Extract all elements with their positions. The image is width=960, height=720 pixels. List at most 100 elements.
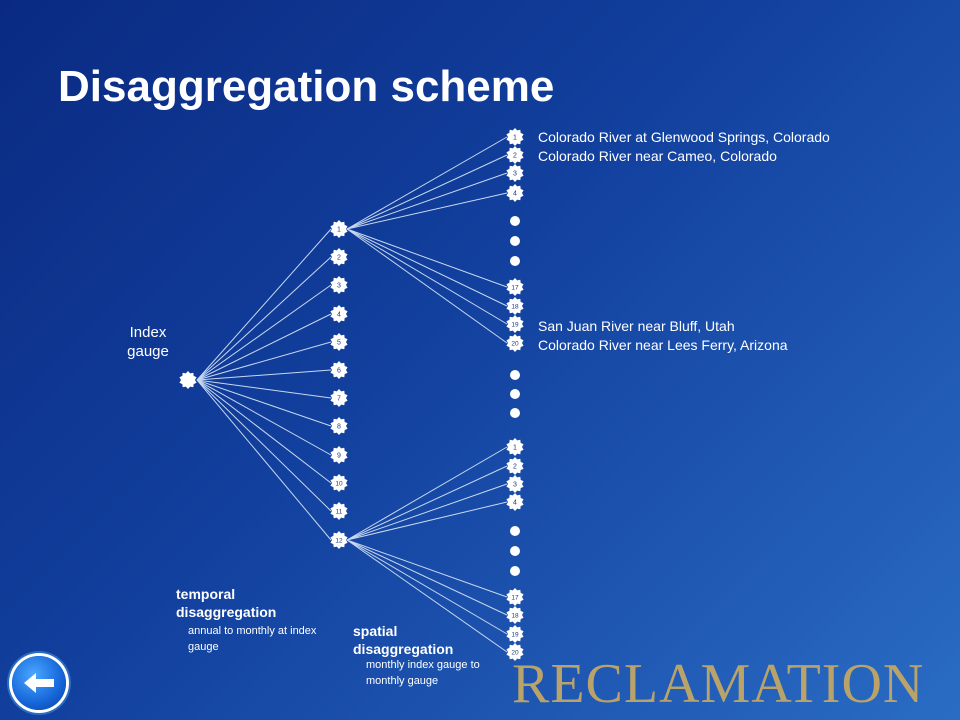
bottom-gauge-node-4-shape xyxy=(506,493,524,511)
top-gauge-node-20-shape xyxy=(506,334,524,352)
top-gauge-node-18-label: 18 xyxy=(511,304,519,311)
gauge-label-2: Colorado River near Cameo, Colorado xyxy=(538,148,777,164)
top-gauge-node-2: 2 xyxy=(506,146,524,164)
top-gauge-node-4-shape xyxy=(506,184,524,202)
month-node-4-shape xyxy=(330,305,348,323)
month-node-6-label: 6 xyxy=(337,368,341,375)
month-node-4: 4 xyxy=(330,305,348,323)
month-node-3-shape xyxy=(330,276,348,294)
link-root-month-8 xyxy=(196,379,332,427)
top-gauge-node-18-shape xyxy=(506,297,524,315)
link-month12-gauge-17 xyxy=(346,539,508,598)
link-month1-gauge-17 xyxy=(346,228,508,288)
temporal-disaggregation-subtitle: annual to monthly at index gauge xyxy=(188,625,317,653)
ellipsis-dot-lower-1 xyxy=(510,526,520,536)
gauge-label-1: Colorado River at Glenwood Springs, Colo… xyxy=(538,129,830,145)
bottom-gauge-node-17-shape xyxy=(506,588,524,606)
gauge-label-19: San Juan River near Bluff, Utah xyxy=(538,318,735,334)
link-month1-gauge-2 xyxy=(346,154,508,230)
ellipsis-dot-middle-1 xyxy=(510,370,520,380)
top-gauge-node-20-label: 20 xyxy=(511,341,519,348)
top-gauge-node-18: 18 xyxy=(506,297,524,315)
top-gauge-node-1-shape xyxy=(506,128,524,146)
link-root-month-12 xyxy=(196,379,332,541)
month-node-5-label: 5 xyxy=(337,340,341,347)
gauge-label-20: Colorado River near Lees Ferry, Arizona xyxy=(538,337,788,353)
bottom-gauge-node-20-label: 20 xyxy=(511,650,519,657)
link-month1-gauge-20 xyxy=(346,228,508,344)
ellipsis-dot-middle-3 xyxy=(510,408,520,418)
month-node-10-label: 10 xyxy=(335,481,343,488)
top-gauge-node-17-shape xyxy=(506,278,524,296)
month-node-11: 11 xyxy=(330,502,348,520)
bottom-gauge-node-3-label: 3 xyxy=(513,482,517,489)
link-month12-gauge-4 xyxy=(346,501,508,541)
link-month1-gauge-18 xyxy=(346,228,508,307)
bottom-gauge-node-20: 20 xyxy=(506,643,524,661)
month-node-9-shape xyxy=(330,446,348,464)
month-node-1: 1 xyxy=(330,220,348,238)
bottom-gauge-node-17-label: 17 xyxy=(511,595,519,602)
top-gauge-node-1-label: 1 xyxy=(513,135,517,142)
reclamation-logo: RECLAMATION xyxy=(512,653,925,715)
bottom-gauge-node-19-label: 19 xyxy=(511,632,519,639)
spatial-disaggregation-title: spatial disaggregation xyxy=(353,623,454,657)
month-node-2-label: 2 xyxy=(337,255,341,262)
link-root-month-9 xyxy=(196,379,332,456)
top-gauge-node-19-shape xyxy=(506,315,524,333)
link-root-month-1 xyxy=(196,228,332,381)
top-gauge-node-17-label: 17 xyxy=(511,285,519,292)
month-node-9-label: 9 xyxy=(337,453,341,460)
bottom-gauge-node-20-shape xyxy=(506,643,524,661)
bottom-gauge-node-3-shape xyxy=(506,475,524,493)
ellipsis-dot-lower-2 xyxy=(510,546,520,556)
bottom-gauge-node-4-label: 4 xyxy=(513,500,517,507)
ellipsis-dot-lower-3 xyxy=(510,566,520,576)
link-root-month-3 xyxy=(196,284,332,381)
link-month12-gauge-20 xyxy=(346,539,508,653)
top-gauge-node-4-label: 4 xyxy=(513,191,517,198)
index-gauge-label: Index gauge xyxy=(127,324,169,360)
ellipsis-dot-upper-2 xyxy=(510,236,520,246)
bottom-gauge-node-19-shape xyxy=(506,625,524,643)
month-node-6: 6 xyxy=(330,361,348,379)
month-node-9: 9 xyxy=(330,446,348,464)
month-node-2-shape xyxy=(330,248,348,266)
ellipsis-dot-middle-2 xyxy=(510,389,520,399)
top-gauge-node-17: 17 xyxy=(506,278,524,296)
month-node-12-label: 12 xyxy=(335,538,343,545)
link-month12-gauge-19 xyxy=(346,539,508,635)
top-gauge-node-3-shape xyxy=(506,164,524,182)
back-button[interactable] xyxy=(12,656,66,710)
month-node-1-label: 1 xyxy=(337,227,341,234)
month-node-8-label: 8 xyxy=(337,424,341,431)
index-gauge-node xyxy=(179,371,197,389)
month-node-6-shape xyxy=(330,361,348,379)
bottom-gauge-node-1-shape xyxy=(506,438,524,456)
bottom-gauge-node-18-label: 18 xyxy=(511,613,519,620)
link-month1-gauge-19 xyxy=(346,228,508,325)
top-gauge-node-4: 4 xyxy=(506,184,524,202)
slide-title: Disaggregation scheme xyxy=(58,62,555,111)
bottom-gauge-node-18: 18 xyxy=(506,606,524,624)
month-node-2: 2 xyxy=(330,248,348,266)
month-node-3: 3 xyxy=(330,276,348,294)
bottom-gauge-node-1: 1 xyxy=(506,438,524,456)
link-month1-gauge-4 xyxy=(346,192,508,230)
link-root-month-6 xyxy=(196,369,332,381)
month-node-8: 8 xyxy=(330,417,348,435)
bottom-gauge-node-3: 3 xyxy=(506,475,524,493)
month-node-7-label: 7 xyxy=(337,396,341,403)
month-node-12-shape xyxy=(330,531,348,549)
spatial-disaggregation-subtitle: monthly index gauge to monthly gauge xyxy=(366,659,480,687)
tree-links xyxy=(196,136,508,653)
index-gauge-node-shape xyxy=(179,371,197,389)
top-gauge-node-3-label: 3 xyxy=(513,171,517,178)
ellipsis-dot-upper-3 xyxy=(510,256,520,266)
bottom-gauge-node-17: 17 xyxy=(506,588,524,606)
month-node-10-shape xyxy=(330,474,348,492)
bottom-gauge-node-2-label: 2 xyxy=(513,464,517,471)
bottom-gauge-node-2-shape xyxy=(506,457,524,475)
month-node-4-label: 4 xyxy=(337,312,341,319)
